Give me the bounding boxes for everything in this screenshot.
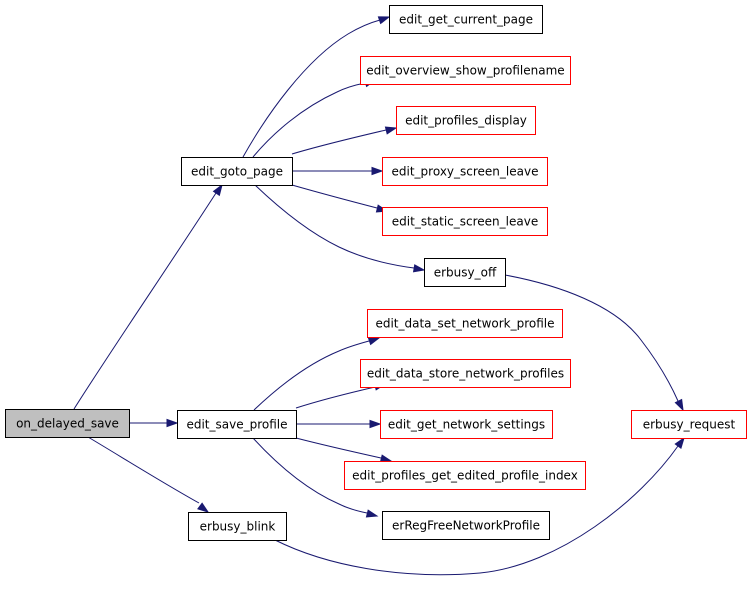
node-label: on_delayed_save [16, 417, 119, 431]
node-label: edit_data_store_network_profiles [367, 367, 564, 381]
node-label: edit_get_current_page [399, 13, 533, 27]
edge-edit_save_profile-to-edit_data_set_network_profile [253, 337, 381, 411]
edge-line [253, 340, 370, 411]
node-label: edit_profiles_get_edited_profile_index [352, 469, 578, 483]
node-edit-save-profile[interactable]: edit_save_profile [177, 410, 297, 439]
arrow-head-icon [371, 166, 384, 176]
node-on-delayed-save[interactable]: on_delayed_save [5, 409, 130, 438]
node-label: edit_profiles_display [405, 114, 527, 128]
edge-edit_save_profile-to-edit_get_network_settings [296, 419, 382, 429]
node-label: edit_data_set_network_profile [375, 317, 554, 331]
edges-layer [73, 16, 685, 576]
node-edit-get-network-settings[interactable]: edit_get_network_settings [380, 410, 553, 439]
node-erbusy-blink[interactable]: erbusy_blink [188, 512, 287, 541]
node-label: edit_overview_show_profilename [366, 64, 564, 78]
node-edit-profiles-get-edited-profile-index[interactable]: edit_profiles_get_edited_profile_index [344, 461, 586, 490]
node-box[interactable] [382, 511, 550, 540]
nodes-layer: on_delayed_save edit_goto_page edit_save_p… [5, 5, 747, 541]
node-box[interactable] [188, 512, 287, 541]
arrow-head-icon [379, 454, 393, 463]
arrow-head-icon [166, 418, 179, 428]
arrow-head-icon [197, 502, 210, 513]
edge-line [87, 436, 200, 504]
node-label: edit_goto_page [191, 165, 283, 179]
node-box[interactable] [389, 5, 543, 34]
edge-line [291, 184, 378, 209]
node-box[interactable] [5, 409, 130, 438]
edge-line [274, 445, 679, 576]
arrow-head-icon [384, 126, 398, 135]
edge-line [504, 274, 679, 402]
edge-line [254, 184, 415, 269]
node-label: edit_save_profile [186, 418, 287, 432]
node-box[interactable] [181, 157, 293, 186]
node-label: edit_get_network_settings [388, 418, 545, 432]
node-edit-goto-page[interactable]: edit_goto_page [181, 157, 293, 186]
node-label: edit_static_screen_leave [392, 215, 538, 229]
edge-edit_save_profile-to-erRegFreeNetworkProfile [252, 437, 379, 518]
node-edit-data-set-network-profile[interactable]: edit_data_set_network_profile [367, 309, 563, 338]
arrow-head-icon [412, 264, 426, 273]
node-erbusy-request[interactable]: erbusy_request [631, 410, 747, 439]
arrow-head-icon [369, 419, 382, 429]
edge-on_delayed_save-to-edit_goto_page [73, 183, 223, 410]
edge-edit_goto_page-to-edit_overview_show_profilename [252, 79, 377, 158]
edge-on_delayed_save-to-erbusy_blink [87, 436, 210, 513]
edge-edit_goto_page-to-edit_get_current_page [242, 16, 391, 158]
edge-edit_goto_page-to-erbusy_off [254, 184, 426, 273]
arrow-head-icon [212, 183, 223, 197]
node-box[interactable] [396, 106, 536, 135]
edge-line [295, 437, 382, 459]
node-box[interactable] [360, 56, 571, 85]
node-label: erbusy_request [643, 418, 736, 432]
node-edit-overview-show-profilename[interactable]: edit_overview_show_profilename [360, 56, 571, 85]
node-label: erRegFreeNetworkProfile [392, 519, 540, 533]
node-box[interactable] [367, 309, 563, 338]
edge-line [252, 437, 368, 514]
node-erbusy-off[interactable]: erbusy_off [424, 258, 506, 287]
edge-erbusy_blink-to-erbusy_request [274, 436, 685, 576]
arrow-head-icon [674, 398, 684, 412]
arrow-head-icon [367, 337, 381, 346]
node-label: erbusy_blink [200, 520, 276, 534]
edge-line [295, 386, 376, 409]
node-edit-static-screen-leave[interactable]: edit_static_screen_leave [382, 207, 548, 236]
edge-erbusy_off-to-erbusy_request [504, 274, 684, 412]
arrow-head-icon [674, 436, 685, 449]
edge-line [252, 82, 366, 158]
edge-line [291, 129, 387, 155]
node-edit-profiles-display[interactable]: edit_profiles_display [396, 106, 536, 135]
node-box[interactable] [631, 410, 747, 439]
node-box[interactable] [380, 410, 553, 439]
edge-line [73, 192, 217, 410]
node-label: erbusy_off [434, 266, 497, 280]
node-edit-get-current-page[interactable]: edit_get_current_page [389, 5, 543, 34]
node-box[interactable] [382, 207, 548, 236]
node-erregfreenetworkprofile[interactable]: erRegFreeNetworkProfile [382, 511, 550, 540]
arrow-head-icon [365, 509, 379, 518]
edge-line [242, 19, 381, 158]
edge-on_delayed_save-to-edit_save_profile [129, 418, 179, 428]
edge-edit_goto_page-to-edit_static_screen_leave [291, 184, 389, 213]
node-box[interactable] [344, 461, 586, 490]
edge-edit_goto_page-to-edit_profiles_display [291, 126, 398, 155]
node-box[interactable] [424, 258, 506, 287]
arrow-head-icon [377, 16, 391, 25]
node-label: edit_proxy_screen_leave [392, 165, 539, 179]
node-box[interactable] [177, 410, 297, 439]
node-edit-data-store-network-profiles[interactable]: edit_data_store_network_profiles [360, 359, 571, 388]
edge-edit_goto_page-to-edit_proxy_screen_leave [291, 166, 384, 176]
node-edit-proxy-screen-leave[interactable]: edit_proxy_screen_leave [382, 157, 548, 186]
node-box[interactable] [360, 359, 571, 388]
edge-edit_save_profile-to-edit_profiles_get_edited_profile_index [295, 437, 393, 463]
node-box[interactable] [382, 157, 548, 186]
